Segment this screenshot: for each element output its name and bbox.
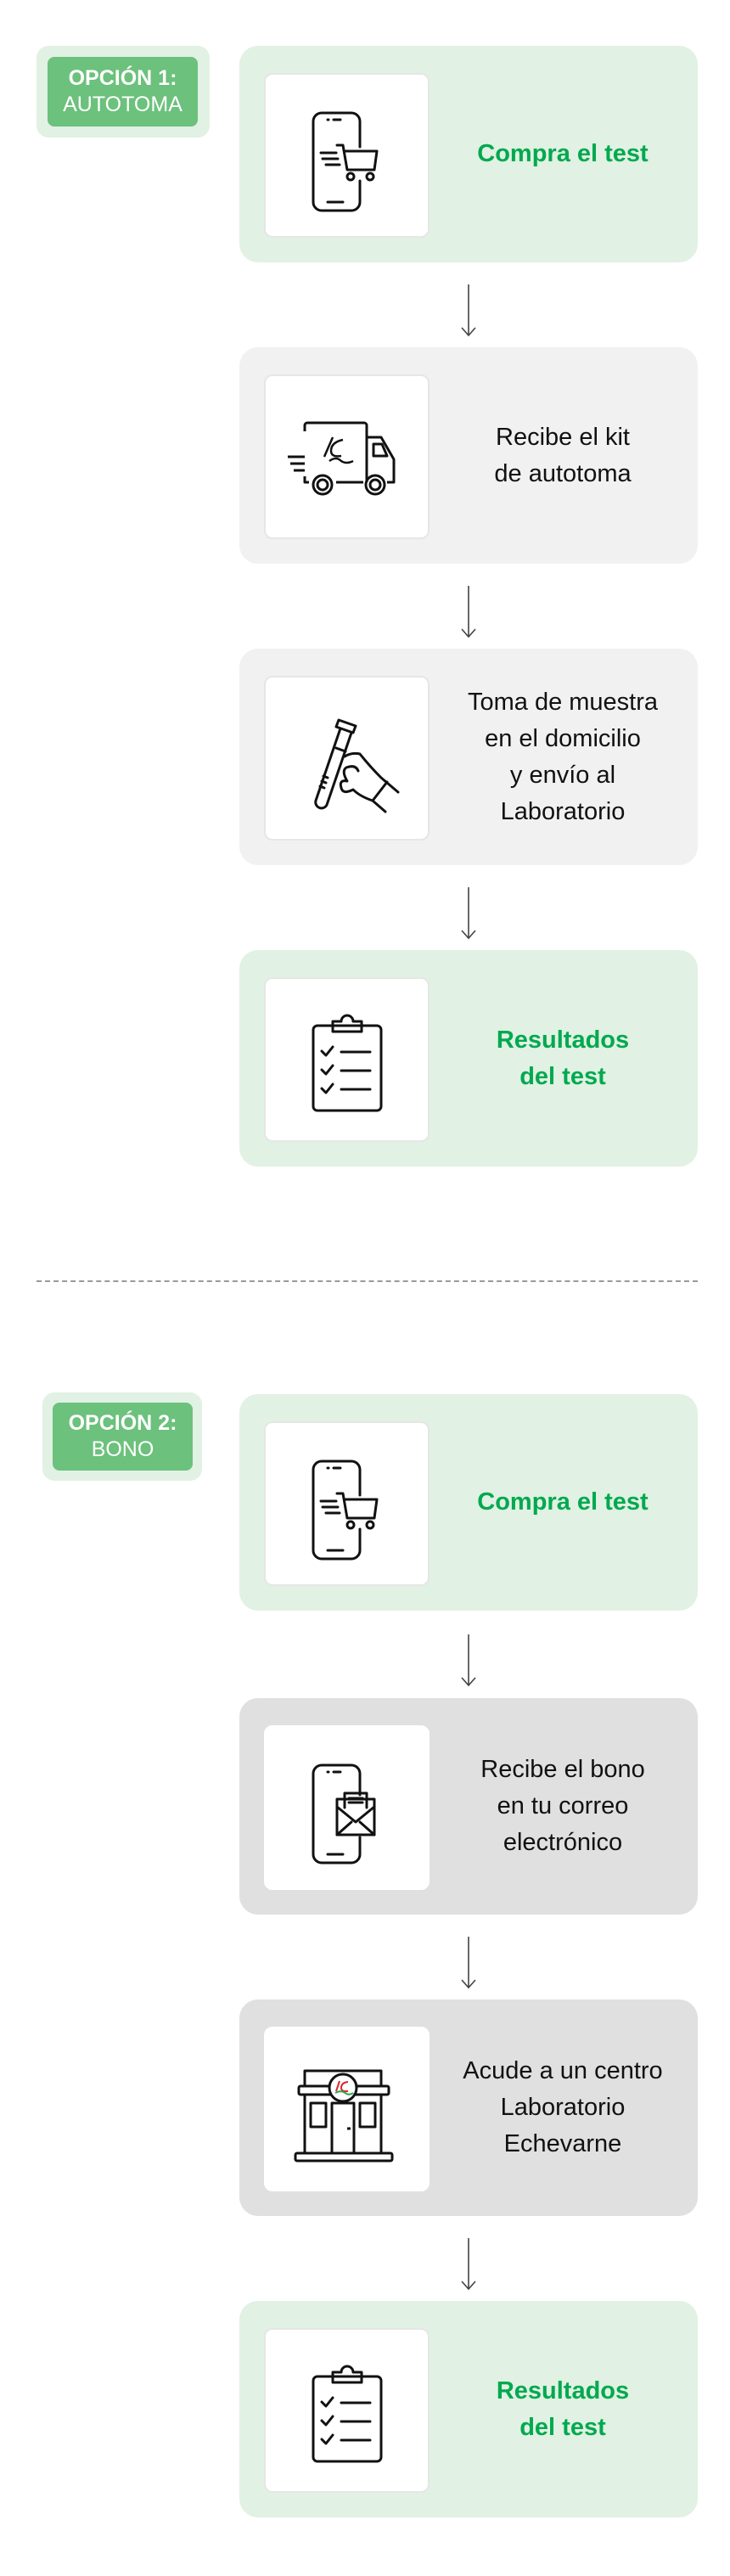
step-label: Recibe el bono en tu correo electrónico	[480, 1756, 645, 1856]
step-label: Toma de muestra en el domicilio y envío …	[467, 688, 659, 825]
step-label: Compra el test	[477, 140, 649, 167]
phone-cart-icon	[264, 1421, 430, 1586]
option-1-label: OPCIÓN 1: AUTOTOMA	[48, 57, 198, 127]
arrow-down-icon	[461, 2238, 476, 2291]
step-label: Compra el test	[477, 1488, 649, 1516]
option-1-subtitle: AUTOTOMA	[63, 93, 182, 116]
clipboard-checklist-icon	[264, 2328, 430, 2493]
step-receive-voucher: Recibe el bono en tu correo electrónico	[239, 1698, 698, 1915]
step-results: Resultados del test	[239, 950, 698, 1167]
option-2-subtitle: BONO	[91, 1437, 154, 1461]
step-label: Acude a un centro Laboratorio Echevarne	[463, 2057, 663, 2157]
lab-building-icon	[264, 2027, 430, 2191]
step-sample-collection: Toma de muestra en el domicilio y envío …	[239, 649, 698, 865]
step-visit-center: Acude a un centro Laboratorio Echevarne	[239, 1999, 698, 2216]
step-label: Resultados del test	[496, 2376, 630, 2441]
step-buy-test: Compra el test	[239, 46, 698, 262]
step-receive-kit: Recibe el kit de autotoma	[239, 347, 698, 564]
phone-cart-icon	[264, 73, 430, 238]
step-label: Recibe el kit de autotoma	[494, 423, 632, 487]
arrow-down-icon	[461, 1937, 476, 1989]
arrow-down-icon	[461, 1634, 476, 1687]
step-results: Resultados del test	[239, 2301, 698, 2517]
option-1-title: OPCIÓN 1:	[68, 66, 177, 90]
phone-email-icon	[264, 1725, 430, 1890]
delivery-truck-icon	[264, 374, 430, 539]
option-2-label: OPCIÓN 2: BONO	[53, 1403, 193, 1471]
step-label: Resultados del test	[496, 1026, 630, 1090]
clipboard-checklist-icon	[264, 977, 430, 1142]
arrow-down-icon	[461, 586, 476, 638]
step-buy-test: Compra el test	[239, 1394, 698, 1611]
option-2-title: OPCIÓN 2:	[68, 1411, 177, 1435]
section-divider	[36, 1280, 698, 1282]
arrow-down-icon	[461, 284, 476, 337]
test-tube-hand-icon	[264, 676, 430, 841]
arrow-down-icon	[461, 887, 476, 940]
